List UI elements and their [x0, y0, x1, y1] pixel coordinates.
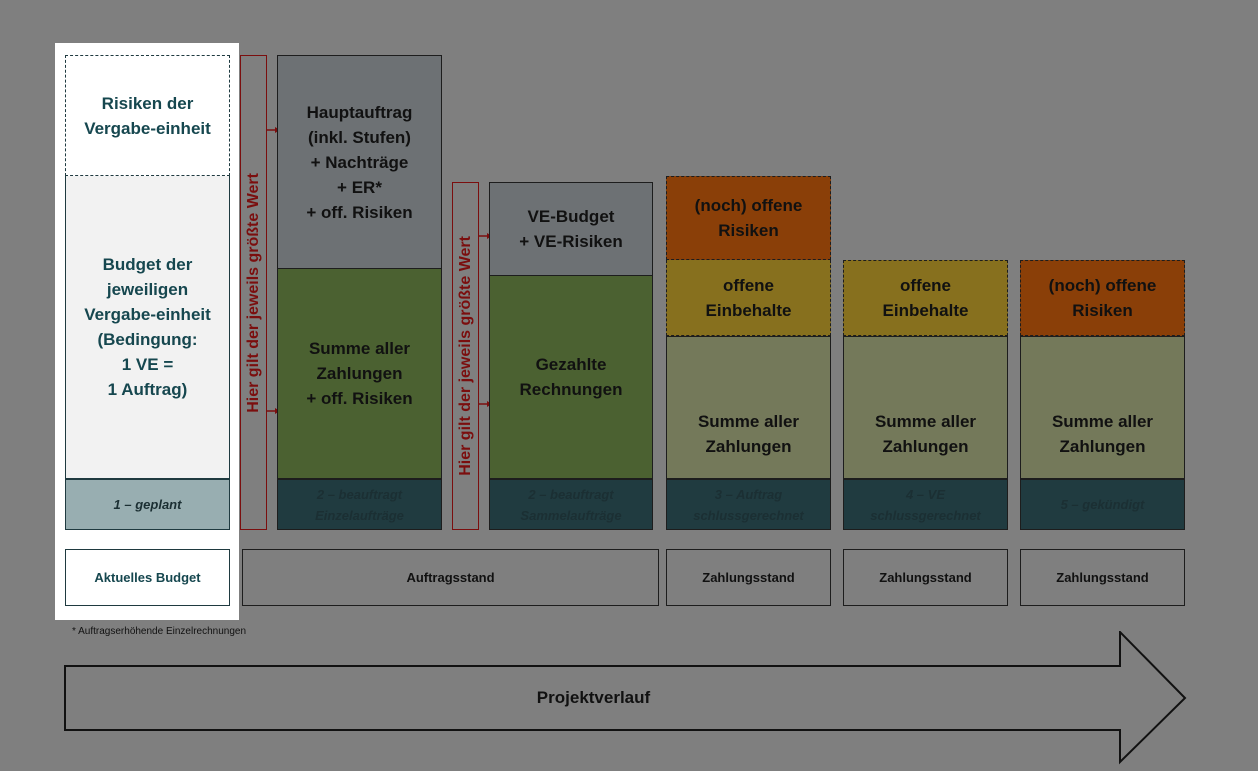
main-contract-line: + ER* — [337, 177, 382, 197]
sum-payments-line: Zahlungen — [882, 436, 969, 456]
phase-line: 2 – beauftragt — [316, 486, 403, 502]
budget-line: 1 Auftrag) — [107, 380, 188, 399]
sum-payments-label-1: Summe aller Zahlungen — [698, 409, 799, 459]
phase-line: 4 – VE — [905, 486, 945, 502]
phase-single-orders-label: 2 – beauftragt Einzelaufträge — [315, 484, 404, 526]
main-contract-line: Hauptauftrag — [306, 102, 413, 122]
sum-payments-line: Zahlungen — [1059, 436, 1146, 456]
sum-payments-box-2: Summe aller Zahlungen — [843, 336, 1008, 479]
main-contract-box: Hauptauftrag (inkl. Stufen) + Nachträge … — [277, 55, 442, 269]
ve-budget-box: VE-Budget + VE-Risiken — [489, 182, 653, 276]
paid-invoices-line: Rechnungen — [519, 380, 623, 399]
budget-box: Budget der jeweiligen Vergabe-einheit (B… — [65, 176, 230, 479]
open-risks-label-2: (noch) offene Risiken — [1049, 273, 1157, 323]
sum-payments-line: Summe aller — [1051, 411, 1154, 431]
sum-payments-box-3: Summe aller Zahlungen — [1020, 336, 1185, 479]
open-retentions-box-2: offene Einbehalte — [843, 260, 1008, 336]
phase-final-invoiced: 3 – Auftrag schlussgerechnet — [666, 479, 831, 530]
budget-line: 1 VE = — [121, 355, 174, 374]
footnote: * Auftragserhöhende Einzelrechnungen — [72, 626, 246, 637]
paid-invoices-line: Gezahlte — [535, 355, 607, 374]
payment-status-label-1: Zahlungsstand — [702, 570, 795, 585]
ve-budget-label: VE-Budget + VE-Risiken — [519, 204, 622, 254]
retentions-line: Einbehalte — [882, 301, 969, 320]
sum-payments-box-1: Summe aller Zahlungen — [666, 336, 831, 479]
current-budget-box: Aktuelles Budget — [65, 549, 230, 606]
main-contract-line: + Nachträge — [310, 152, 409, 172]
open-risks-line: Risiken — [718, 221, 779, 240]
project-progress-label-box: Projektverlauf — [66, 666, 1121, 730]
open-retentions-label-2: offene Einbehalte — [883, 273, 969, 323]
main-contract-line: + off. Risiken — [306, 202, 413, 222]
open-risks-line: (noch) offene — [694, 196, 803, 215]
paid-invoices-box: Gezahlte Rechnungen — [489, 276, 653, 479]
phase-collective-orders-label: 2 – beauftragt Sammelaufträge — [520, 484, 621, 526]
phase-planned-label: 1 – geplant — [113, 497, 182, 512]
risks-box: Risiken der Vergabe-einheit — [65, 55, 230, 176]
phase-terminated: 5 – gekündigt — [1020, 479, 1185, 530]
phase-line: schlussgerechnet — [870, 507, 981, 523]
payment-status-box-2: Zahlungsstand — [843, 549, 1008, 606]
payment-status-box-1: Zahlungsstand — [666, 549, 831, 606]
open-risks-line: Risiken — [1072, 301, 1133, 320]
budget-label: Budget der jeweiligen Vergabe-einheit (B… — [84, 252, 211, 402]
order-status-box: Auftragsstand — [242, 549, 659, 606]
max-value-bracket-1: Hier gilt der jeweils größte Wert — [240, 55, 267, 530]
open-risks-line: (noch) offene — [1048, 276, 1157, 295]
retentions-line: offene — [900, 276, 951, 295]
payments-line: + off. Risiken — [306, 389, 413, 408]
payment-status-box-3: Zahlungsstand — [1020, 549, 1185, 606]
retentions-line: Einbehalte — [705, 300, 792, 320]
bracket-1-label: Hier gilt der jeweils größte Wert — [244, 172, 262, 413]
risks-label: Risiken der Vergabe-einheit — [84, 93, 211, 138]
ve-budget-line: + VE-Risiken — [519, 232, 623, 251]
phase-planned: 1 – geplant — [65, 479, 230, 530]
open-risks-box-2: (noch) offene Risiken — [1020, 260, 1185, 336]
retentions-line: offene — [723, 275, 774, 295]
main-contract-label: Hauptauftrag (inkl. Stufen) + Nachträge … — [306, 100, 412, 225]
payments-risks-label: Summe aller Zahlungen + off. Risiken — [306, 336, 412, 411]
phase-final-invoiced-label: 3 – Auftrag schlussgerechnet — [693, 484, 804, 526]
project-progress-label: Projektverlauf — [536, 688, 651, 707]
phase-line: Einzelaufträge — [315, 507, 404, 523]
phase-ve-final: 4 – VE schlussgerechnet — [843, 479, 1008, 530]
payments-risks-box: Summe aller Zahlungen + off. Risiken — [277, 269, 442, 479]
order-status-label: Auftragsstand — [406, 570, 495, 585]
sum-payments-line: Summe aller — [874, 411, 977, 431]
payment-status-label-3: Zahlungsstand — [1056, 570, 1149, 585]
budget-line: jeweiligen — [106, 280, 189, 299]
phase-single-orders: 2 – beauftragt Einzelaufträge — [277, 479, 442, 530]
sum-payments-label-2: Summe aller Zahlungen — [875, 409, 976, 459]
sum-payments-line: Summe aller — [697, 411, 800, 431]
main-contract-line: (inkl. Stufen) — [308, 127, 411, 147]
budget-line: Vergabe-einheit — [84, 305, 211, 324]
phase-collective-orders: 2 – beauftragt Sammelaufträge — [489, 479, 653, 530]
phase-line: schlussgerechnet — [693, 507, 804, 523]
max-value-bracket-2: Hier gilt der jeweils größte Wert — [452, 182, 479, 530]
payment-status-label-2: Zahlungsstand — [879, 570, 972, 585]
phase-line: 2 – beauftragt — [528, 486, 614, 502]
phase-line: 3 – Auftrag — [714, 486, 783, 502]
phase-terminated-label: 5 – gekündigt — [1060, 497, 1145, 512]
phase-ve-final-label: 4 – VE schlussgerechnet — [870, 484, 981, 526]
open-risks-box-1: (noch) offene Risiken — [666, 176, 831, 260]
paid-invoices-label: Gezahlte Rechnungen — [520, 352, 623, 402]
phase-line: Sammelaufträge — [520, 507, 622, 523]
open-risks-label-1: (noch) offene Risiken — [695, 193, 803, 243]
budget-line: (Bedingung: — [97, 330, 198, 349]
payments-line: Summe aller — [308, 339, 411, 358]
ve-budget-line: VE-Budget — [527, 207, 615, 226]
current-budget-label: Aktuelles Budget — [94, 570, 201, 585]
sum-payments-label-3: Summe aller Zahlungen — [1052, 409, 1153, 459]
bracket-2-label: Hier gilt der jeweils größte Wert — [456, 236, 474, 476]
open-retentions-label-1: offene Einbehalte — [706, 273, 792, 323]
open-retentions-box-1: offene Einbehalte — [666, 260, 831, 336]
project-progress-arrow — [64, 631, 1187, 765]
footnote-text: * Auftragserhöhende Einzelrechnungen — [72, 626, 247, 637]
sum-payments-line: Zahlungen — [705, 436, 792, 456]
budget-line: Budget der — [102, 255, 193, 274]
payments-line: Zahlungen — [316, 364, 403, 383]
